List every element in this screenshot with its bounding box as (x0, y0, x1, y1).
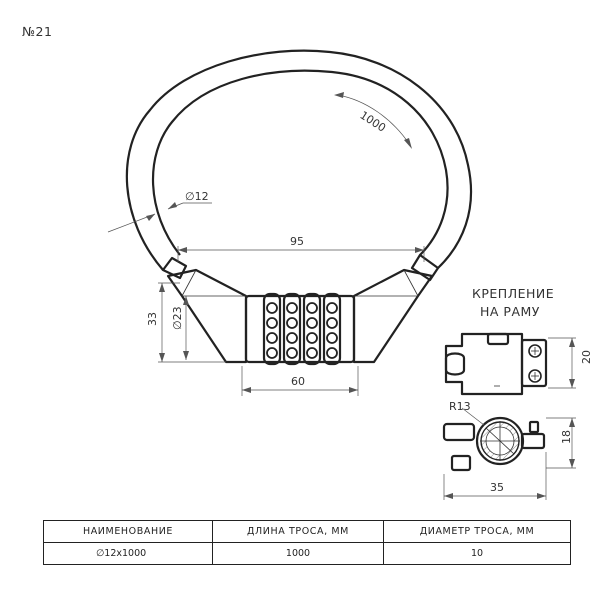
cable-outer-outline (125, 49, 473, 271)
dimension-mount-width: 35 (443, 452, 547, 500)
cable-inner-outline (151, 69, 449, 256)
table-header-row: НАИМЕНОВАНИЕ ДЛИНА ТРОСА, ММ ДИАМЕТР ТРО… (43, 520, 571, 543)
header-name: НАИМЕНОВАНИЕ (43, 520, 213, 543)
dimension-label-35: 35 (490, 481, 504, 494)
cable-end-right (410, 253, 440, 282)
mount-title-line2: НА РАМУ (480, 304, 540, 319)
mount-side-view: R13 (442, 400, 546, 472)
table-row: ∅12x1000 1000 10 (43, 542, 571, 565)
frame-mount: КРЕПЛЕНИЕ НА РАМУ 20 (442, 286, 593, 500)
dimension-label-diameter-12: ∅12 (185, 190, 209, 203)
spec-table: НАИМЕНОВАНИЕ ДЛИНА ТРОСА, ММ ДИАМЕТР ТРО… (43, 520, 571, 565)
header-cable-diameter: ДИАМЕТР ТРОСА, ММ (383, 520, 571, 543)
dimension-lock-diameter: ∅23 (171, 296, 189, 360)
dimension-label-33: 33 (146, 312, 159, 326)
dimension-label-R13: R13 (449, 400, 471, 413)
dimension-lock-width: 60 (241, 366, 359, 396)
sheet-number: №21 (22, 24, 52, 39)
dimension-lock-height: 33 (146, 282, 226, 363)
dimension-mount-side-height: 18 (546, 417, 576, 469)
mount-top-view (444, 332, 548, 396)
dimension-label-18: 18 (560, 430, 573, 444)
lock-body (244, 294, 356, 364)
cell-cable-diameter: 10 (383, 542, 571, 565)
combination-dials (262, 292, 342, 366)
dimension-label-60: 60 (291, 375, 305, 388)
cell-cable-length: 1000 (212, 542, 384, 565)
right-sleeve (352, 268, 434, 364)
cable-lock (125, 49, 473, 366)
dimension-cable-diameter: ∅12 (107, 190, 212, 233)
dimension-shackle-width: 95 (177, 235, 425, 262)
dimension-cable-length: 1000 (334, 92, 412, 149)
dimension-label-95: 95 (290, 235, 304, 248)
cell-name: ∅12x1000 (43, 542, 213, 565)
dimension-label-diameter-23: ∅23 (171, 306, 184, 330)
dimension-label-1000: 1000 (357, 109, 388, 135)
dimension-label-20: 20 (580, 350, 593, 364)
dimension-mount-height: 20 (548, 337, 593, 389)
header-cable-length: ДЛИНА ТРОСА, ММ (212, 520, 384, 543)
mount-title-line1: КРЕПЛЕНИЕ (472, 286, 554, 301)
